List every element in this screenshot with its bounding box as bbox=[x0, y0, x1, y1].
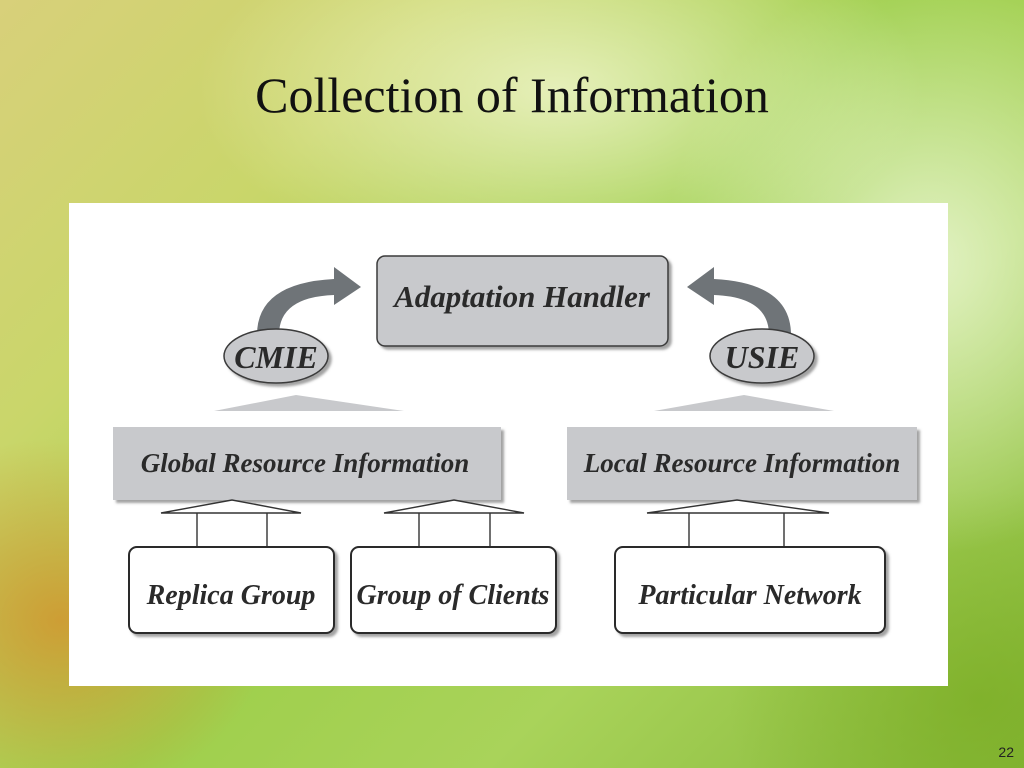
page-number: 22 bbox=[998, 744, 1014, 760]
right-curved-arrow bbox=[687, 267, 791, 335]
replica-group-label: Replica Group bbox=[146, 580, 316, 611]
clients-connector bbox=[383, 499, 525, 548]
adaptation-handler-box bbox=[376, 255, 669, 347]
cmie-ellipse bbox=[223, 328, 329, 384]
diagram-canvas: Adaptation Handler CMIE USIE Global Reso… bbox=[113, 255, 917, 634]
diagram-panel: Adaptation Handler CMIE USIE Global Reso… bbox=[69, 203, 948, 686]
cmie-label: CMIE bbox=[234, 339, 318, 375]
local-resource-information-label: Local Resource Information bbox=[583, 448, 901, 478]
particular-network-label: Particular Network bbox=[637, 580, 861, 611]
adaptation-handler-label: Adaptation Handler bbox=[392, 279, 651, 314]
network-connector bbox=[646, 499, 830, 548]
usie-label: USIE bbox=[725, 339, 800, 375]
slide-title: Collection of Information bbox=[255, 67, 769, 123]
local-up-arrow bbox=[654, 395, 834, 411]
replica-connector bbox=[160, 499, 302, 548]
group-of-clients-box bbox=[350, 546, 557, 634]
global-up-arrow bbox=[214, 395, 404, 411]
global-resource-information-label: Global Resource Information bbox=[141, 448, 470, 478]
replica-group-box bbox=[128, 546, 335, 634]
left-curved-arrow bbox=[257, 267, 361, 335]
particular-network-box bbox=[614, 546, 886, 634]
global-resource-information-box bbox=[113, 427, 501, 500]
group-of-clients-label: Group of Clients bbox=[357, 580, 550, 611]
usie-ellipse bbox=[709, 328, 815, 384]
local-resource-information-box bbox=[567, 427, 917, 500]
